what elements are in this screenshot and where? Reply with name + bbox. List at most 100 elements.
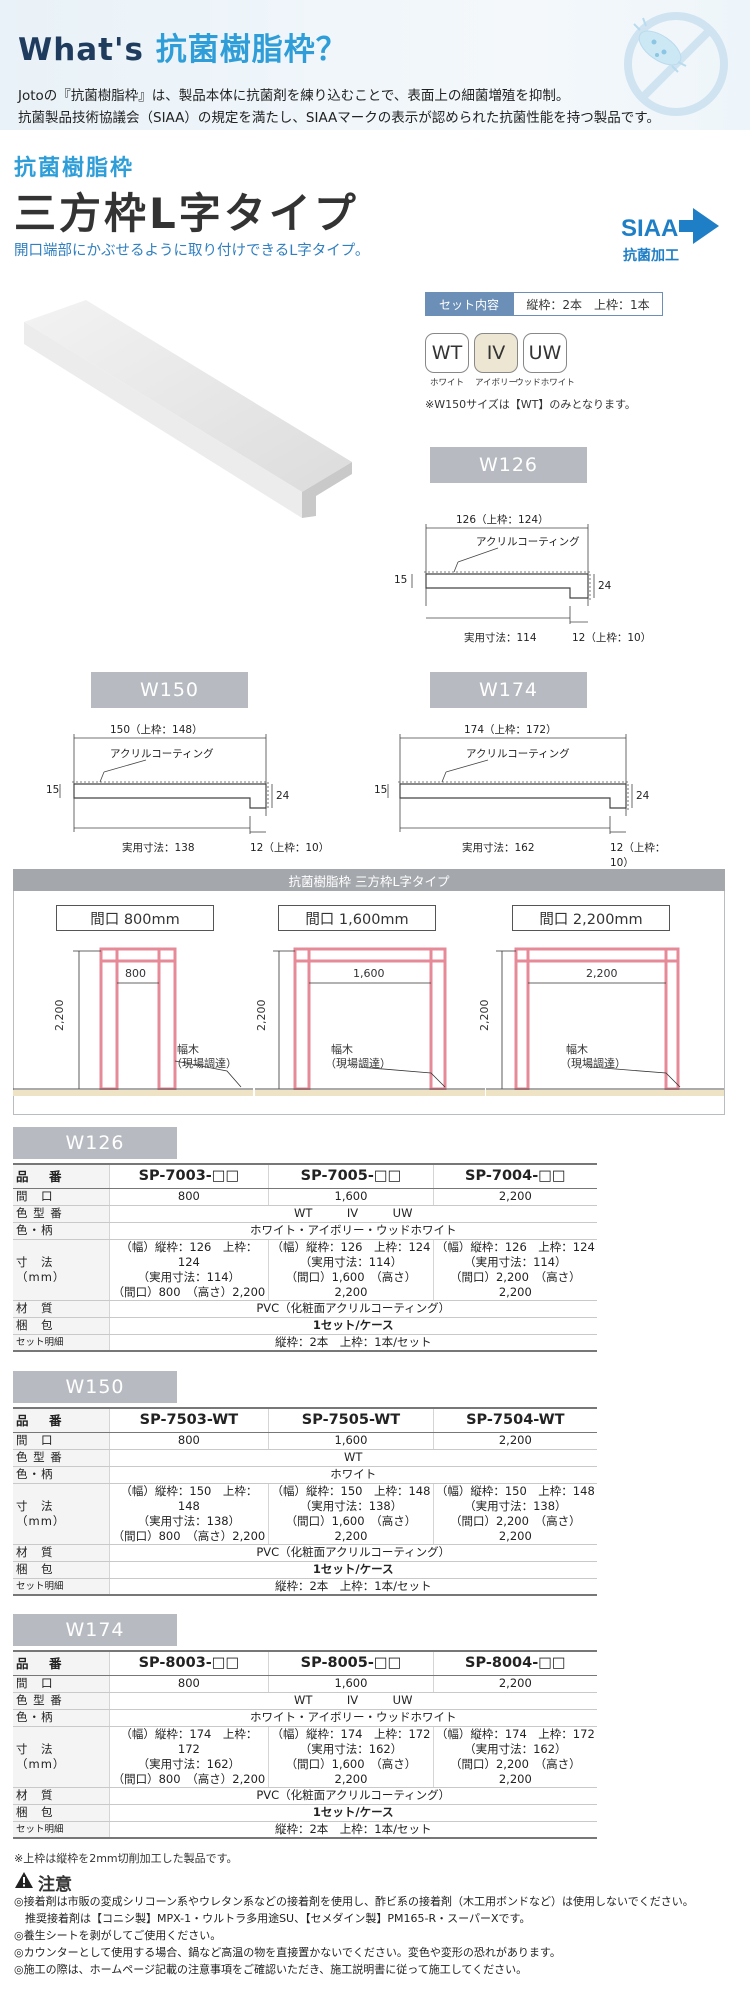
model-cell: SP-7003-□□: [108, 1163, 269, 1189]
row-label-sunpo-2: （mm）: [16, 1756, 66, 1771]
color-code-cell: WT IV UW: [108, 1692, 597, 1710]
door-diagram-title: 抗菌樹脂枠 三方枠L字タイプ: [13, 869, 725, 891]
spec-table-w174: 品 番 SP-8003-□□ SP-8005-□□ SP-8004-□□ 間 口…: [13, 1650, 597, 1839]
row-label-sunpo: 寸 法（mm）: [13, 1483, 109, 1545]
dim-line: （実用寸法：114）: [299, 1254, 403, 1269]
dim-cell: （幅）縦枠：126 上枠：124（実用寸法：114）（間口）1,600 （高さ）…: [268, 1239, 434, 1301]
row-label-konpo: 梱 包: [13, 1317, 109, 1335]
table-w150-label: W150: [13, 1371, 177, 1403]
profile-w126-effective: 実用寸法：114: [464, 632, 537, 644]
dim-cell: （幅）縦枠：174 上枠：172（実用寸法：162）（間口）800 （高さ）2,…: [108, 1726, 269, 1788]
caution-heading: 注意: [14, 1870, 72, 1895]
table-row: 品 番 SP-8003-□□ SP-8005-□□ SP-8004-□□: [13, 1650, 597, 1676]
dim-line: （幅）縦枠：150 上枠：148: [271, 1483, 431, 1498]
row-label-shikata: 色 型 番: [13, 1692, 109, 1710]
opening-cell: 800: [108, 1675, 269, 1693]
model-cell: SP-8005-□□: [268, 1650, 434, 1676]
model-cell: SP-7504-WT: [432, 1407, 597, 1433]
profile-w174-thickness: 15: [374, 784, 388, 796]
dim-line: （実用寸法：138）: [137, 1513, 241, 1528]
row-label-maguchi: 間 口: [13, 1432, 109, 1450]
profile-w150-lip: 12（上枠：10）: [250, 842, 330, 854]
table-row: セット明細 縦枠：2本 上枠：1本/セット: [13, 1578, 597, 1596]
row-label-iro: 色・柄: [13, 1222, 109, 1240]
table-row: 色・柄 ホワイト: [13, 1466, 597, 1484]
opening-cell: 2,200: [432, 1188, 597, 1206]
profile-w174-width: 174（上枠：172）: [464, 724, 557, 736]
model-cell: SP-7004-□□: [432, 1163, 597, 1189]
caution-line-2: 推奨接着剤は【コニシ製】MPX-1・ウルトラ多用途SU、【セメダイン製】PM16…: [14, 1912, 531, 1925]
dim-line: （間口）800 （高さ）2,200: [112, 1528, 266, 1543]
profile-w126-diagram: 126（上枠：124） アクリルコーティング 15 24 実用寸法：114 12…: [386, 506, 652, 656]
table-row: 寸 法（mm） （幅）縦枠：150 上枠：148（実用寸法：138）（間口）80…: [13, 1483, 597, 1545]
siaa-logo-text: SIAA: [621, 215, 678, 242]
door-1600-height: 2,200: [255, 999, 268, 1032]
profile-w126-width: 126（上枠：124）: [456, 514, 549, 526]
dim-line: （間口）800 （高さ）2,200: [112, 1771, 266, 1786]
warning-icon: [14, 1871, 34, 1894]
profile-w126-coating: アクリルコーティング: [476, 536, 580, 548]
germ-icon: [600, 8, 740, 130]
table-w126-label: W126: [13, 1127, 177, 1159]
row-label-sunpo: 寸 法（mm）: [13, 1726, 109, 1788]
profile-w126-lip: 12（上枠：10）: [572, 632, 652, 644]
row-label-konpo: 梱 包: [13, 1561, 109, 1579]
siaa-caption: 抗菌加工: [623, 247, 679, 264]
profile-w174-effective: 実用寸法：162: [462, 842, 535, 854]
dim-line: （間口）2,200 （高さ）2,200: [449, 1756, 581, 1786]
table-row: 寸 法（mm） （幅）縦枠：174 上枠：172（実用寸法：162）（間口）80…: [13, 1726, 597, 1788]
dim-line: （間口）2,200 （高さ）2,200: [449, 1513, 581, 1543]
set-cell: 縦枠：2本 上枠：1本/セット: [108, 1821, 597, 1839]
door-1600-width: 1,600: [353, 967, 385, 980]
header-title: What's 抗菌樹脂枠？: [18, 24, 348, 69]
profile-w150-label: W150: [91, 672, 248, 708]
dim-line: （間口）1,600 （高さ）2,200: [285, 1513, 417, 1543]
row-label-shikata: 色 型 番: [13, 1205, 109, 1223]
dim-line: （幅）縦枠：174 上枠：172: [120, 1726, 258, 1756]
model-cell: SP-7503-WT: [108, 1407, 269, 1433]
row-label-hinban: 品 番: [13, 1407, 109, 1433]
door-1600-diagram: 1,600 2,200 幅木 （現場調達）: [255, 935, 485, 1115]
profile-w150-coating: アクリルコーティング: [110, 748, 214, 760]
row-label-setmeisai: セット明細: [13, 1578, 109, 1596]
dim-line: （幅）縦枠：174 上枠：172: [435, 1726, 595, 1741]
caution-title: 注意: [38, 1875, 72, 1895]
material-cell: PVC（化粧面アクリルコーティング）: [108, 1787, 597, 1805]
row-label-sunpo-1: 寸 法: [16, 1741, 54, 1756]
table-row: 材 質 PVC（化粧面アクリルコーティング）: [13, 1300, 597, 1318]
door-1600-baseboard-2: （現場調達）: [325, 1057, 391, 1070]
color-swatch-wt: WT: [425, 333, 469, 373]
row-label-konpo: 梱 包: [13, 1804, 109, 1822]
product-image: [16, 292, 356, 526]
door-2200-label: 間口 2,200mm: [512, 905, 670, 931]
door-2200-width: 2,200: [586, 967, 618, 980]
door-800-diagram: 800 2,200 幅木 （現場調達）: [13, 935, 253, 1115]
door-2200-height: 2,200: [478, 999, 491, 1032]
dim-line: （幅）縦枠：126 上枠：124: [120, 1239, 258, 1269]
row-label-sunpo-2: （mm）: [16, 1513, 66, 1528]
opening-cell: 1,600: [268, 1675, 434, 1693]
row-label-zaishitsu: 材 質: [13, 1544, 109, 1562]
table-row: 色 型 番 WT IV UW: [13, 1692, 597, 1710]
set-cell: 縦枠：2本 上枠：1本/セット: [108, 1334, 597, 1352]
set-cell: 縦枠：2本 上枠：1本/セット: [108, 1578, 597, 1596]
dim-cell: （幅）縦枠：126 上枠：124（実用寸法：114）（間口）2,200 （高さ）…: [432, 1239, 597, 1301]
dim-line: （間口）800 （高さ）2,200: [112, 1284, 266, 1299]
opening-cell: 800: [108, 1432, 269, 1450]
set-content-label: セット内容: [425, 292, 513, 316]
row-label-hinban: 品 番: [13, 1163, 109, 1189]
table-row: 品 番 SP-7503-WT SP-7505-WT SP-7504-WT: [13, 1407, 597, 1433]
profile-w174-label: W174: [430, 672, 587, 708]
row-label-sunpo-2: （mm）: [16, 1269, 66, 1284]
caution-line-5: ◎施工の際は、ホームページ記載の注意事項をご確認いただき、施工説明書に従って施工…: [14, 1963, 528, 1976]
row-label-iro: 色・柄: [13, 1709, 109, 1727]
footnote: ※上枠は縦枠を2mm切削加工した製品です。: [14, 1852, 238, 1865]
door-1600-baseboard-1: 幅木: [331, 1043, 353, 1056]
profile-w150-thickness: 15: [46, 784, 60, 796]
dim-line: （間口）1,600 （高さ）2,200: [285, 1756, 417, 1786]
siaa-logo: SIAA 抗菌加工: [615, 196, 725, 272]
table-row: 色・柄 ホワイト・アイボリー・ウッドホワイト: [13, 1709, 597, 1727]
color-swatch-uw: UW: [523, 333, 567, 373]
row-label-setmeisai: セット明細: [13, 1821, 109, 1839]
dim-line: （実用寸法：138）: [299, 1498, 403, 1513]
